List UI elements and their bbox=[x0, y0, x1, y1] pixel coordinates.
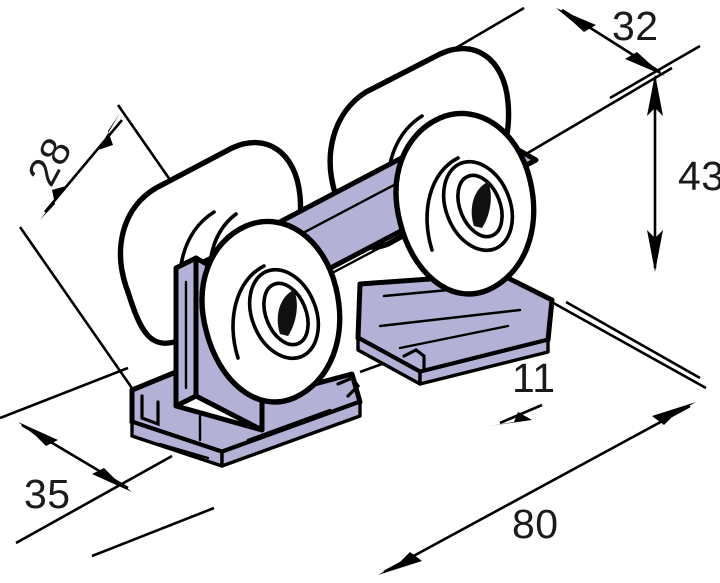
arrow-head-11 bbox=[490, 412, 532, 426]
roller-front-right bbox=[393, 110, 537, 297]
arrow-head-43-bottom bbox=[647, 230, 663, 272]
roller-front-right-bore bbox=[471, 182, 491, 228]
dimension-80 bbox=[15, 298, 707, 575]
dim-label-11: 11 bbox=[512, 355, 556, 401]
roller-front-left-ring-outer bbox=[231, 264, 266, 360]
ext-line-80-left bbox=[15, 454, 173, 545]
arrow-head-28-lower bbox=[40, 186, 66, 220]
roller-front-left-ring-inner bbox=[262, 281, 310, 347]
arrow-head-80-right bbox=[652, 402, 696, 425]
base-plate-right bbox=[355, 271, 555, 386]
arrow-head-35-upper bbox=[18, 422, 58, 446]
base-plate-left-right-edge bbox=[220, 400, 362, 468]
arrow-head-32-left bbox=[556, 8, 596, 32]
base-plate-right-notch bbox=[402, 348, 426, 370]
dimension-35 bbox=[0, 366, 215, 558]
ext-line-35-lower bbox=[91, 506, 215, 558]
roller-front-right-ring-mid bbox=[441, 159, 515, 253]
arrow-head-80-left bbox=[378, 552, 422, 575]
roller-front-right-body bbox=[393, 110, 537, 297]
dimension-network bbox=[0, 6, 707, 575]
ext-line-43-bottom bbox=[565, 300, 701, 380]
arrow-head-28-upper bbox=[98, 113, 120, 150]
roller-front-right-ring-outer bbox=[425, 156, 460, 252]
base-plate-right-side-edge bbox=[418, 338, 550, 386]
ext-line-35-upper bbox=[0, 366, 129, 420]
ext-line-43-top bbox=[609, 44, 701, 100]
base-plate-right-highlight-2 bbox=[378, 308, 522, 328]
base-plate-left-notch-right bbox=[336, 376, 361, 398]
arrow-head-35-lower bbox=[92, 468, 132, 492]
base-plate-left-notch-inner bbox=[140, 394, 160, 427]
roller-front-left bbox=[199, 218, 343, 405]
base-plate-right-highlight-3 bbox=[398, 324, 510, 350]
ext-line-28-bottom bbox=[18, 226, 152, 415]
base-plate-left-highlight-2 bbox=[246, 408, 332, 442]
arrow-head-43-top bbox=[647, 74, 663, 116]
dim-label-28: 28 bbox=[18, 130, 80, 193]
dim-label-43: 43 bbox=[678, 153, 720, 199]
base-plate-left-highlight-3 bbox=[158, 442, 210, 460]
roller-front-left-bore bbox=[277, 290, 297, 336]
roller-front-right-ring-inner bbox=[456, 173, 504, 239]
arrow-head-32-right bbox=[625, 52, 665, 76]
ext-line-80-right bbox=[547, 298, 707, 390]
roller-carriage-part bbox=[117, 45, 555, 468]
dim-line-80 bbox=[383, 404, 691, 574]
dimension-43 bbox=[565, 44, 701, 380]
ext-line-32-right bbox=[525, 66, 673, 156]
dim-label-80: 80 bbox=[512, 501, 559, 547]
dim-label-32: 32 bbox=[612, 3, 659, 49]
dim-label-35: 35 bbox=[24, 471, 71, 517]
roller-front-left-ring-mid bbox=[247, 267, 321, 361]
